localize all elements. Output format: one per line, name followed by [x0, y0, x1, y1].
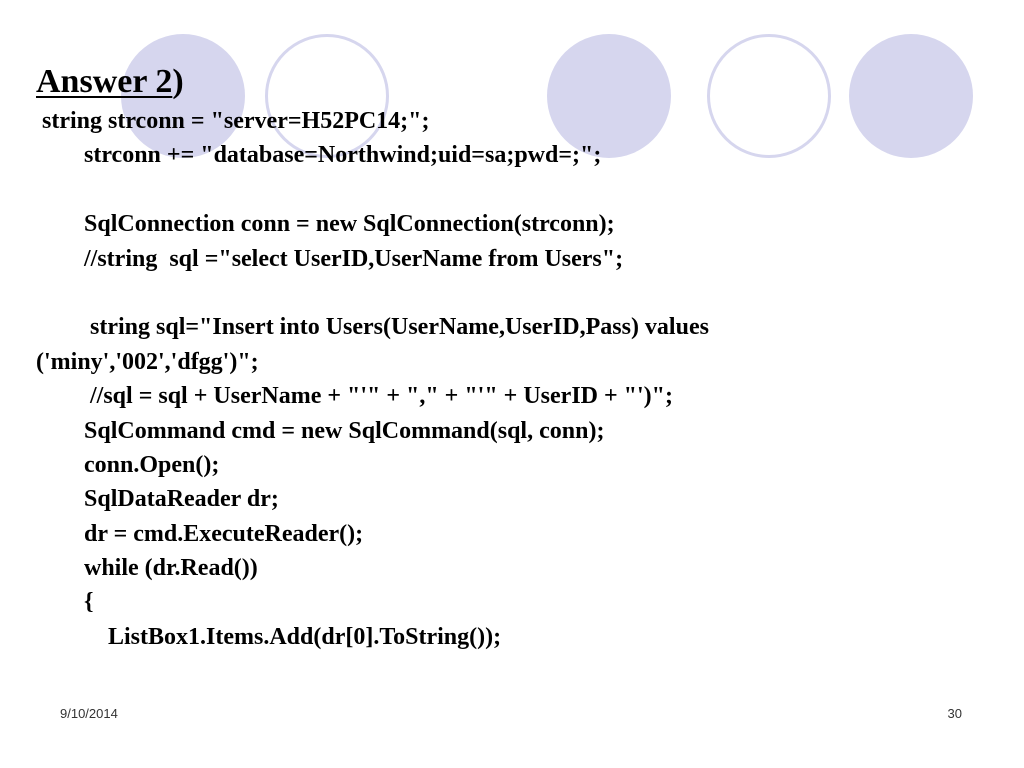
slide-title: Answer 2)	[36, 60, 184, 104]
code-line	[36, 276, 996, 310]
code-line: SqlConnection conn = new SqlConnection(s…	[36, 211, 615, 238]
slide-title-suffix: )	[172, 63, 184, 100]
footer-date: 9/10/2014	[60, 706, 118, 721]
code-line: strconn += "database=Northwind;uid=sa;pw…	[36, 142, 602, 169]
code-line: dr = cmd.ExecuteReader();	[36, 520, 364, 547]
footer-page-number: 30	[947, 706, 962, 721]
code-line: //string sql ="select UserID,UserName fr…	[36, 245, 624, 272]
code-line: ListBox1.Items.Add(dr[0].ToString());	[36, 623, 502, 650]
code-line: {	[36, 589, 94, 616]
code-line: SqlCommand cmd = new SqlCommand(sql, con…	[36, 417, 605, 444]
code-line: ('miny','002','dfgg')";	[36, 348, 259, 375]
code-line: SqlDataReader dr;	[36, 486, 279, 513]
code-line: conn.Open();	[36, 451, 220, 478]
code-listing: string strconn = "server=H52PC14;"; strc…	[36, 104, 996, 654]
code-line: string strconn = "server=H52PC14;";	[36, 108, 430, 134]
code-line: //sql = sql + UserName + "'" + "," + "'"…	[36, 383, 673, 410]
slide-title-underlined: Answer 2	[36, 63, 173, 100]
code-line: string sql="Insert into Users(UserName,U…	[36, 314, 709, 341]
code-line	[36, 173, 996, 207]
code-line: while (dr.Read())	[36, 555, 258, 582]
